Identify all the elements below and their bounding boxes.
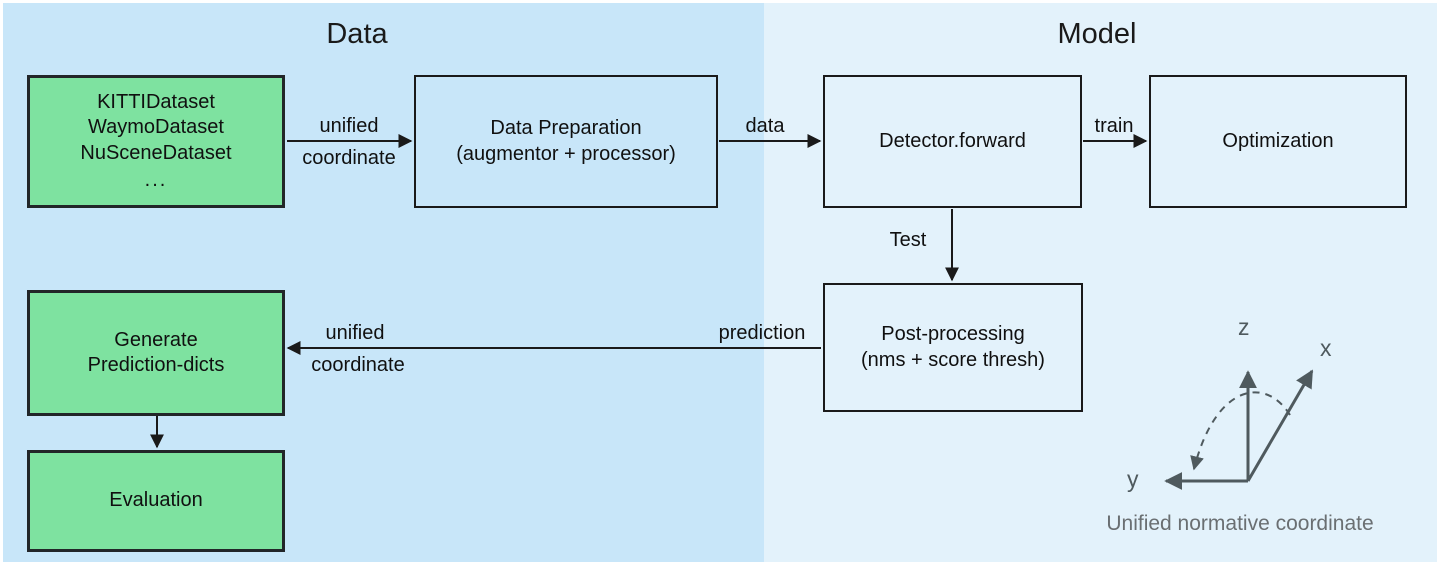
model-section-title: Model (1057, 18, 1137, 50)
node-post-processing-line-1: Post-processing (881, 323, 1025, 346)
node-datasets-line-1: KITTIDataset (97, 90, 215, 113)
node-post-processing[interactable]: Post-processing (nms + score thresh) (823, 283, 1083, 412)
node-post-processing-line-2: (nms + score thresh) (861, 348, 1045, 371)
node-evaluation-label: Evaluation (109, 489, 203, 512)
edge-label-unified-top: unified (319, 115, 379, 137)
node-detector-forward[interactable]: Detector.forward (823, 75, 1082, 208)
node-generate-line-1: Generate (114, 328, 198, 351)
node-data-preparation-line-2: (augmentor + processor) (456, 142, 676, 165)
node-detector-forward-label: Detector.forward (879, 129, 1026, 152)
edge-label-data: data (745, 115, 785, 137)
node-datasets[interactable]: KITTIDataset WaymoDataset NuSceneDataset… (27, 75, 285, 208)
edge-label-prediction: prediction (718, 322, 806, 344)
edge-label-unified-bottom: unified (325, 322, 385, 344)
node-optimization-label: Optimization (1222, 129, 1334, 152)
node-datasets-line-2: WaymoDataset (88, 116, 224, 139)
edge-label-train: train (1094, 115, 1134, 137)
data-section-title: Data (326, 18, 388, 50)
axis-label-x: x (1320, 335, 1332, 361)
edge-label-test: Test (889, 229, 927, 251)
node-generate-line-2: Prediction-dicts (87, 354, 225, 376)
edge-label-coordinate-top: coordinate (302, 147, 396, 169)
edge-label-coordinate-bottom: coordinate (311, 354, 405, 376)
axis-label-y: y (1127, 466, 1139, 492)
axis-label-z: z (1238, 314, 1250, 340)
node-data-preparation-line-1: Data Preparation (490, 117, 642, 140)
node-optimization[interactable]: Optimization (1149, 75, 1407, 208)
node-datasets-line-3: NuSceneDataset (80, 141, 232, 164)
node-data-preparation[interactable]: Data Preparation (augmentor + processor) (414, 75, 718, 208)
node-datasets-ellipsis: ... (144, 168, 168, 191)
coordinate-frame-caption: Unified normative coordinate (1106, 512, 1374, 535)
node-evaluation[interactable]: Evaluation (27, 450, 285, 552)
node-generate-prediction-dicts[interactable]: Generate Prediction-dicts (27, 290, 285, 416)
